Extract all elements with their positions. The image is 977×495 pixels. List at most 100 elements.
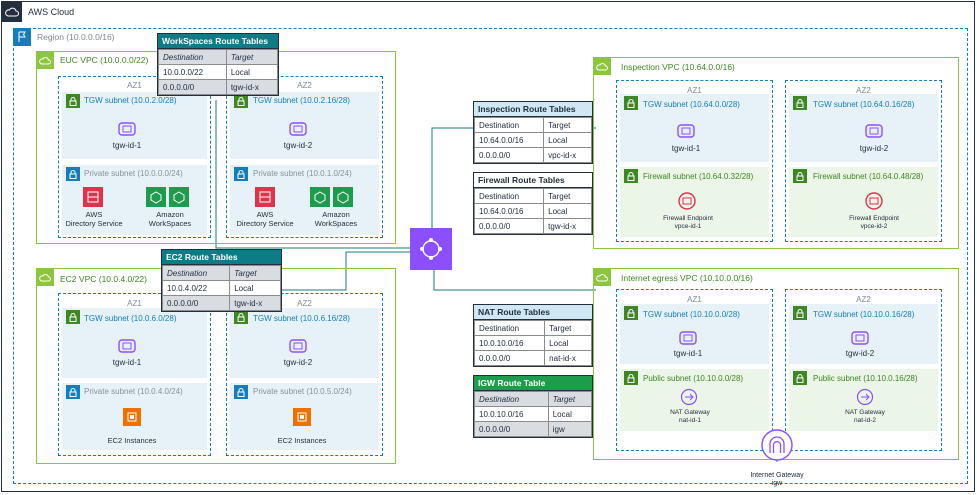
inspection-vpc: [593, 57, 959, 249]
tgw-attachment-icon: [118, 337, 136, 355]
col-header: Target: [229, 265, 281, 281]
inspection-vpc-title: Inspection VPC (10.64.0.0/16): [621, 62, 735, 72]
private-subnet: [230, 165, 379, 235]
workspaces-icon: [310, 187, 330, 207]
lock-icon: [624, 306, 638, 320]
tgw-subnet-title: TGW subnet (10.0.2.16/28): [253, 96, 350, 105]
fw-label-line1: Firewall Endpoint: [849, 215, 899, 222]
tgw-attachment-icon: [677, 122, 695, 140]
fw-label-line2: vpce-id-1: [674, 223, 702, 230]
route-table-title: IGW Route Table: [474, 376, 592, 391]
inspection-az1: [616, 80, 773, 242]
route-table-title: WorkSpaces Route Tables: [158, 34, 278, 49]
cell: 0.0.0.0/0: [473, 218, 545, 234]
transit-gateway-icon: [410, 228, 452, 270]
nat-label-line1: NAT Gateway: [845, 409, 885, 416]
vpc-cloud-icon: [593, 57, 611, 75]
tgw-label: tgw-id-1: [112, 141, 142, 150]
tgw-subnet-title: TGW subnet (10.64.0.0/28): [643, 100, 740, 109]
tgw-subnet: [789, 94, 938, 162]
firewall-subnet-title: Firewall subnet (10.64.0.48/28): [813, 172, 924, 181]
ec2-label: EC2 Instances: [277, 436, 327, 445]
igw-label-line2: igw: [771, 480, 783, 487]
col-header: Target: [547, 391, 593, 407]
internet-gateway-icon: [759, 428, 795, 462]
route-table-title: Inspection Route Tables: [474, 102, 592, 117]
col-header: Destination: [474, 391, 549, 407]
ws-label-line2: WorkSpaces: [148, 219, 192, 228]
tgw-label: tgw-id-1: [673, 349, 703, 358]
cell: 10.0.10.0/16: [473, 335, 546, 351]
az-label: AZ1: [687, 86, 702, 95]
route-table-title: NAT Route Tables: [474, 305, 592, 320]
tgw-attachment-icon: [289, 337, 307, 355]
nat-gateway-icon: [856, 388, 874, 406]
egress-connector: [433, 270, 596, 291]
workspaces-icon: [169, 187, 189, 207]
tgw-subnet-title: TGW subnet (10.0.6.16/28): [253, 314, 350, 323]
lock-icon: [793, 96, 807, 110]
lock-icon: [66, 310, 80, 324]
lock-icon: [624, 371, 638, 385]
az-label: AZ2: [297, 81, 312, 90]
lock-icon: [234, 310, 248, 324]
ws-label-line2: WorkSpaces: [314, 219, 358, 228]
lock-icon: [624, 169, 638, 183]
cell: Local: [225, 64, 279, 80]
tgw-attachment-icon: [118, 120, 136, 138]
cell: 10.64.0.0/16: [473, 203, 545, 219]
cloud-title: AWS Cloud: [28, 7, 75, 17]
ec2-az2: [226, 293, 383, 456]
az-label: AZ1: [687, 295, 702, 304]
tgw-label: tgw-id-2: [283, 141, 313, 150]
cell: tgw-id-x: [543, 218, 592, 234]
tgw-subnet-title: TGW subnet (10.0.2.0/28): [84, 96, 177, 105]
egress-az2: [785, 289, 942, 451]
private-subnet-title: Private subnet (10.0.1.0/24): [253, 169, 352, 178]
ds-label-line2: Directory Service: [65, 219, 123, 228]
cell: 0.0.0.0/0: [158, 79, 227, 95]
tgw-subnet: [230, 308, 379, 378]
cell: tgw-id-x: [225, 79, 279, 95]
lock-icon: [234, 385, 248, 399]
vpc-cloud-icon: [36, 51, 54, 69]
fw-label-line2: vpce-id-2: [860, 223, 888, 230]
flag-icon: [13, 28, 31, 46]
tgw-subnet: [789, 304, 938, 364]
col-header: Destination: [473, 117, 545, 133]
ds-label-line1: AWS: [85, 210, 103, 219]
cell: 10.64.0.0/16: [473, 132, 545, 148]
egress-vpc-title: Internet egress VPC (10.10.0.0/16): [621, 273, 753, 283]
tgw-label: tgw-id-1: [671, 144, 701, 153]
tgw-subnet-title: TGW subnet (10.10.0.0/28): [643, 310, 740, 319]
tgw-attachment-icon: [865, 122, 883, 140]
private-subnet-title: Private subnet (10.0.5.0/24): [253, 387, 352, 396]
cell: 0.0.0.0/0: [473, 350, 546, 366]
lock-icon: [793, 169, 807, 183]
cell: nat-id-x: [544, 350, 592, 366]
tgw-label: tgw-id-2: [845, 349, 875, 358]
tgw-attachment-icon: [851, 329, 869, 347]
az-label: AZ2: [297, 299, 312, 308]
col-header: Destination: [473, 320, 546, 336]
lock-icon: [66, 94, 80, 108]
private-subnet-title: Private subnet (10.0.0.0/24): [84, 169, 183, 178]
route-table-title: Firewall Route Tables: [474, 173, 592, 188]
cell: tgw-id-x: [229, 295, 281, 311]
egress-az1: [616, 289, 773, 451]
lock-icon: [624, 96, 638, 110]
az-label: AZ2: [856, 295, 871, 304]
cell: Local: [544, 335, 592, 351]
lock-icon: [793, 306, 807, 320]
